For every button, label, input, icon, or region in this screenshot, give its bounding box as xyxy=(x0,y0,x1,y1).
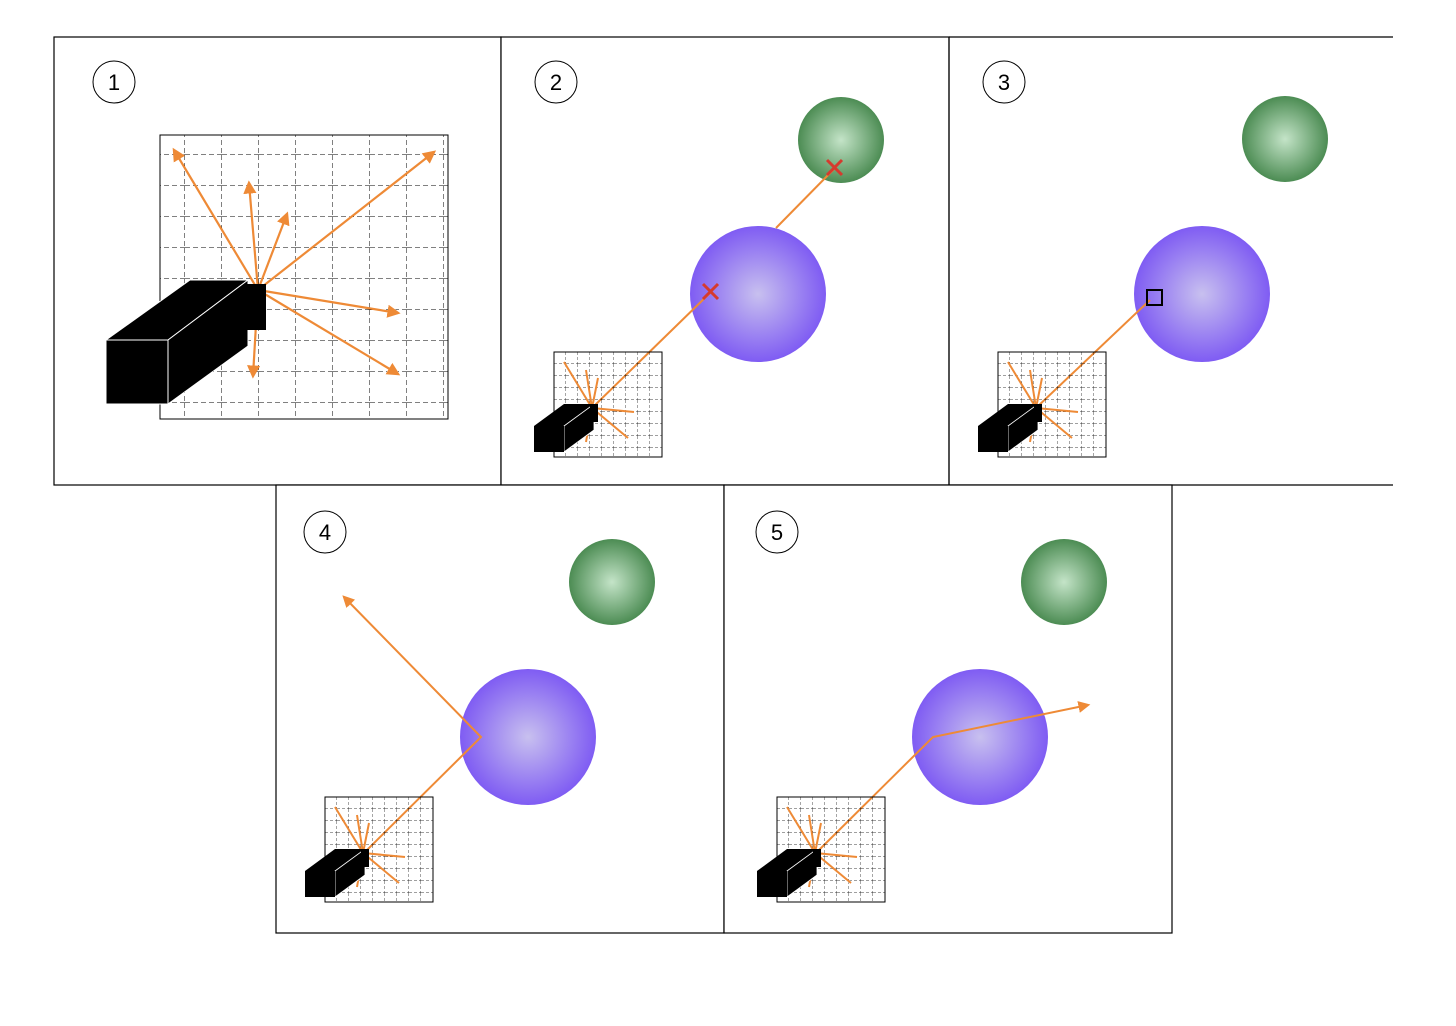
camera-icon xyxy=(104,279,266,405)
sphere-far xyxy=(569,539,655,625)
sphere-far xyxy=(1021,539,1107,625)
panel-3: 3 xyxy=(948,36,1393,486)
ray-arrow xyxy=(257,150,437,291)
hit-marker-square xyxy=(1146,289,1163,306)
sphere-far xyxy=(798,97,884,183)
step-number-badge xyxy=(92,60,136,104)
step-number: 2 xyxy=(550,70,562,95)
step-number: 3 xyxy=(998,70,1010,95)
step-number-badge xyxy=(982,60,1026,104)
sphere-far xyxy=(1242,96,1328,182)
sphere-near xyxy=(690,226,826,362)
step-number: 4 xyxy=(319,520,331,545)
step-number: 5 xyxy=(771,520,783,545)
camera-icon xyxy=(977,351,1107,458)
sphere-near xyxy=(912,669,1048,805)
sphere-near xyxy=(1134,226,1270,362)
ray-arrow xyxy=(172,147,259,291)
ray-arrow xyxy=(257,289,401,376)
panel-4: 4 xyxy=(275,484,725,934)
ray-arrow-fan xyxy=(172,147,437,379)
hit-marker-x xyxy=(701,282,720,301)
primary-ray-continued xyxy=(775,167,836,229)
step-number-badge xyxy=(534,60,578,104)
step-number: 1 xyxy=(108,70,120,95)
hit-marker-x xyxy=(825,158,844,177)
ray-arrow xyxy=(256,211,290,291)
step-number-badge xyxy=(755,510,799,554)
ray-arrow xyxy=(257,288,401,318)
ray-arrow xyxy=(243,180,260,291)
panel-2: 2 xyxy=(500,36,950,486)
step-number-badge xyxy=(303,510,347,554)
sphere-near xyxy=(460,669,596,805)
panel-5: 5 xyxy=(723,484,1173,934)
panel-1: 1 xyxy=(53,36,502,486)
